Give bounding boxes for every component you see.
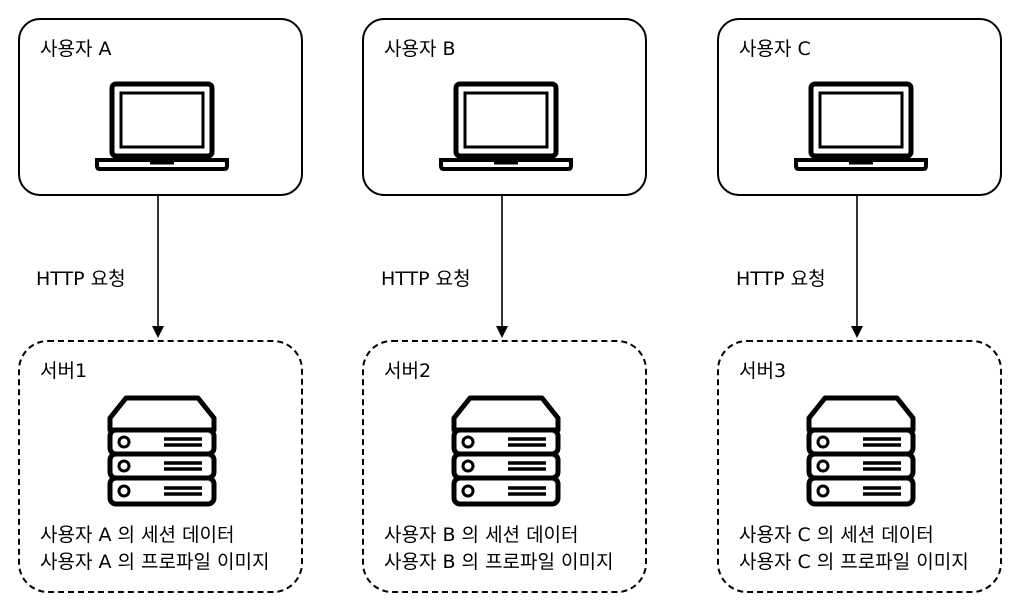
session-data-line: 사용자 C 의 세션 데이터	[739, 524, 934, 546]
profile-image-line: 사용자 A 의 프로파일 이미지	[40, 551, 270, 573]
server-1-contents: 사용자 A 의 세션 데이터 사용자 A 의 프로파일 이미지	[40, 522, 269, 576]
arrow-b	[496, 196, 508, 338]
arrow-c	[851, 196, 863, 338]
user-c-box: 사용자 C	[717, 18, 1002, 196]
server-3-box: 서버3 사용자 C 의 세션 데이터 사용자 C 의 프로파일 이미지	[717, 340, 1002, 593]
server-2-contents: 사용자 B 의 세션 데이터 사용자 B 의 프로파일 이미지	[384, 522, 613, 576]
user-b-box: 사용자 B	[362, 18, 647, 196]
laptop-icon	[439, 81, 573, 171]
laptop-icon	[95, 81, 229, 171]
user-a-title: 사용자 A	[40, 38, 112, 60]
user-c-title: 사용자 C	[739, 38, 811, 60]
http-request-label-b: HTTP 요청	[381, 268, 471, 290]
session-data-line: 사용자 A 의 세션 데이터	[40, 524, 235, 546]
server-2-title: 서버2	[384, 360, 432, 382]
arrow-a	[152, 196, 164, 338]
server-rack-icon	[451, 395, 561, 507]
session-data-line: 사용자 B 의 세션 데이터	[384, 524, 579, 546]
http-request-label-c: HTTP 요청	[736, 268, 826, 290]
http-request-label-a: HTTP 요청	[36, 268, 126, 290]
server-2-box: 서버2 사용자 B 의 세션 데이터 사용자 B 의 프로파일 이미지	[362, 340, 647, 593]
server-rack-icon	[806, 395, 916, 507]
user-b-title: 사용자 B	[384, 38, 456, 60]
server-1-box: 서버1 사용자 A 의 세션 데이터 사용자 A 의 프로파일 이미지	[18, 340, 303, 593]
profile-image-line: 사용자 C 의 프로파일 이미지	[739, 551, 969, 573]
server-3-title: 서버3	[739, 360, 787, 382]
server-3-contents: 사용자 C 의 세션 데이터 사용자 C 의 프로파일 이미지	[739, 522, 969, 576]
laptop-icon	[794, 81, 928, 171]
user-a-box: 사용자 A	[18, 18, 303, 196]
server-1-title: 서버1	[40, 360, 88, 382]
server-rack-icon	[107, 395, 217, 507]
profile-image-line: 사용자 B 의 프로파일 이미지	[384, 551, 614, 573]
